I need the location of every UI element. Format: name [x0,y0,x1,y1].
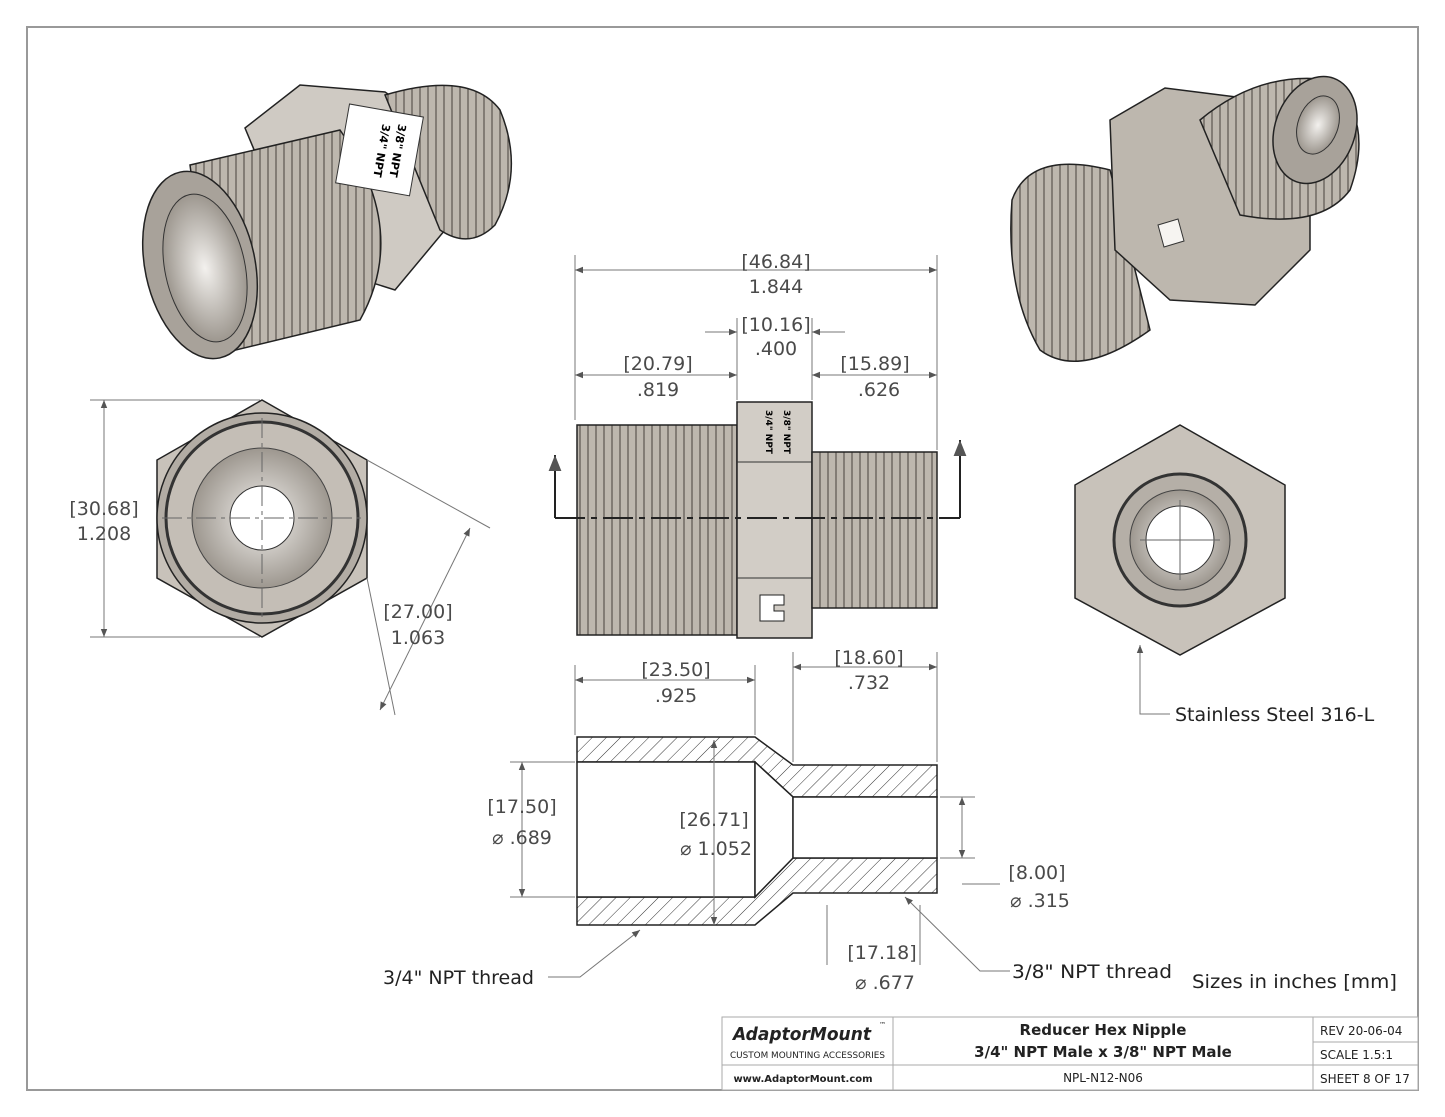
dim-large-len-mm: [20.79] [623,353,692,375]
brand-tm: ™ [879,1021,886,1029]
side-engraving-line1: 3/4" NPT [763,410,773,455]
scale: SCALE 1.5:1 [1320,1048,1393,1062]
part-number: NPL-N12-N06 [1063,1071,1143,1085]
dim-large-len-in: .819 [637,379,679,401]
dim-overall-in: 1.844 [749,276,803,298]
end-view-small [1074,424,1286,656]
dim-overall-mm: [46.84] [741,251,810,273]
revision: REV 20-06-04 [1320,1024,1402,1038]
dim-small-sec-in: .732 [848,672,890,694]
dim-flats-in: 1.063 [391,627,445,649]
title-line2: 3/4" NPT Male x 3/8" NPT Male [974,1043,1232,1061]
side-engraving-line2: 3/8" NPT [781,410,791,455]
dim-small-bore-mm: [8.00] [1008,862,1065,884]
logo-icon [1157,218,1185,248]
brand-tagline: CUSTOM MOUNTING ACCESSORIES [730,1051,885,1061]
dim-hex-mm: [10.16] [741,314,810,336]
dim-small-len-in: .626 [858,379,900,401]
website: www.AdaptorMount.com [733,1074,872,1085]
brand-logo: AdaptorMount [731,1024,872,1045]
note-large-thread: 3/4" NPT thread [383,967,534,989]
dim-corners-mm: [30.68] [69,498,138,520]
logo-icon [759,594,785,622]
dim-small-bore-in: ⌀ .315 [1010,890,1070,912]
note-material: Stainless Steel 316-L [1175,704,1375,726]
dim-large-thread-mm: [26.71] [679,809,748,831]
dim-small-thread-in: ⌀ .677 [855,972,915,994]
dimension-lines [90,255,1170,978]
note-small-thread: 3/8" NPT thread [1012,961,1172,983]
side-view: 3/4" NPT 3/8" NPT [548,401,967,639]
dim-bore-depth-mm: [23.50] [641,659,710,681]
section-view [576,736,938,926]
title-block: AdaptorMount ™ CUSTOM MOUNTING ACCESSORI… [721,1016,1419,1091]
dim-flats-mm: [27.00] [383,601,452,623]
note-units: Sizes in inches [mm] [1192,971,1397,993]
dim-corners-in: 1.208 [77,523,131,545]
sheet-number: SHEET 8 OF 17 [1320,1072,1410,1086]
dim-large-bore-in: ⌀ .689 [492,827,552,849]
dim-large-thread-in: ⌀ 1.052 [680,838,752,860]
isometric-view-back [1010,75,1360,362]
isometric-view-front: 3/4" NPT 3/8" NPT [141,84,513,360]
dim-small-sec-mm: [18.60] [834,647,903,669]
dim-small-len-mm: [15.89] [840,353,909,375]
title-line1: Reducer Hex Nipple [1020,1021,1187,1039]
dim-hex-in: .400 [755,338,797,360]
dim-bore-depth-in: .925 [655,685,697,707]
dim-small-thread-mm: [17.18] [847,942,916,964]
end-view-large [156,399,368,638]
dimension-texts: [46.84] 1.844 [10.16] .400 [20.79] .819 … [69,251,1070,994]
dim-large-bore-mm: [17.50] [487,796,556,818]
